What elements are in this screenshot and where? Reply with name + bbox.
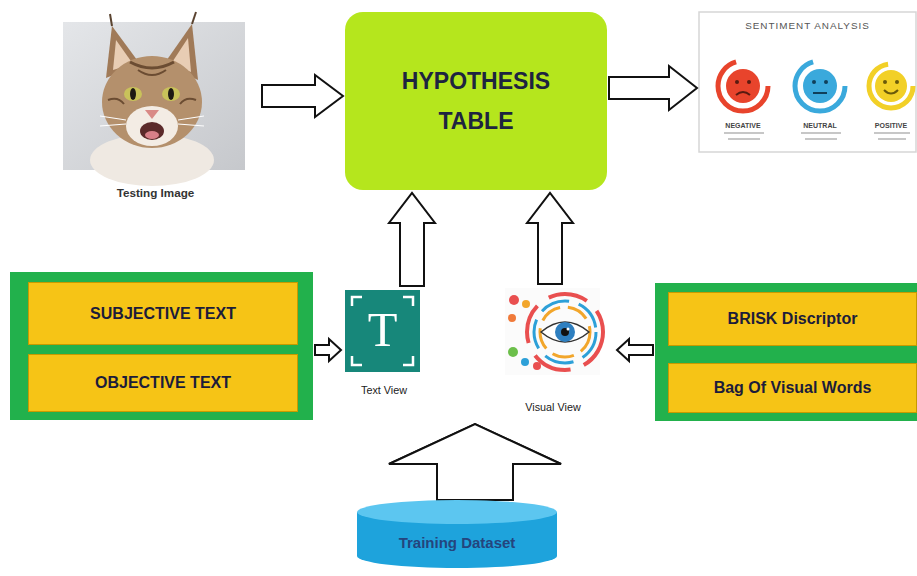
eye-illustration-part bbox=[521, 358, 529, 366]
node-label: SUBJECTIVE TEXT bbox=[90, 305, 236, 323]
sentiment-card-part bbox=[803, 69, 837, 103]
eye-illustration-part bbox=[509, 295, 519, 305]
sentiment-card-part bbox=[747, 80, 751, 84]
node-label: BRISK Discriptor bbox=[728, 310, 858, 328]
sentiment-card-part bbox=[875, 70, 907, 102]
sentiment-card-part bbox=[805, 138, 837, 140]
sentiment-card-part bbox=[883, 80, 887, 84]
cat-photo-part bbox=[100, 116, 204, 126]
cat-photo-part bbox=[168, 88, 174, 100]
hypothesis-table: HYPOTHESIS TABLE bbox=[345, 12, 607, 190]
sentiment-card-part bbox=[874, 132, 910, 134]
text-group-frame: SUBJECTIVE TEXT OBJECTIVE TEXT bbox=[10, 272, 313, 420]
eye-illustration-part bbox=[534, 301, 596, 363]
hollow-arrow bbox=[389, 424, 561, 500]
sentiment-card-part bbox=[801, 132, 841, 134]
feature-group-frame: BRISK DiscriptorBag Of Visual Words bbox=[655, 283, 917, 421]
sentiment-card-part bbox=[869, 64, 913, 108]
process-box: OBJECTIVE TEXT bbox=[28, 354, 298, 412]
dataset-cylinder: Training Dataset bbox=[355, 498, 559, 570]
text-icon-part bbox=[345, 290, 420, 372]
eye-illustration-part bbox=[561, 328, 569, 336]
sentiment-card-part bbox=[726, 69, 760, 103]
visual-view: Visual View bbox=[503, 286, 615, 418]
node-label: T bbox=[345, 298, 420, 362]
eye-illustration bbox=[505, 288, 603, 375]
sentiment-card-part bbox=[735, 80, 739, 84]
cat-photo-part bbox=[162, 87, 180, 101]
node-label: Visual View bbox=[503, 401, 603, 413]
eye-illustration-part bbox=[522, 300, 530, 308]
eye-illustration-part bbox=[527, 294, 603, 370]
cylinder-top bbox=[357, 500, 557, 524]
sentiment-card-part bbox=[878, 138, 906, 140]
eye-illustration-part bbox=[508, 314, 516, 322]
cat-photo-part bbox=[130, 88, 136, 100]
cat-photo-part bbox=[192, 12, 196, 24]
sentiment-card bbox=[699, 12, 916, 152]
sentiment-card-part bbox=[884, 90, 898, 94]
sentiment-card-part bbox=[812, 80, 816, 84]
cat-photo-part bbox=[145, 110, 159, 119]
cat-photo-part bbox=[63, 22, 245, 170]
sentiment-card-part bbox=[728, 138, 760, 140]
hollow-arrow bbox=[609, 66, 697, 110]
eye-illustration-part bbox=[541, 322, 589, 342]
sentiment-card-part bbox=[736, 92, 750, 95]
cat-photo bbox=[63, 12, 245, 186]
node-label: Testing Image bbox=[63, 186, 248, 199]
eye-illustration-part bbox=[567, 328, 570, 331]
cat-photo-part bbox=[138, 70, 166, 75]
cat-photo-part bbox=[130, 62, 174, 68]
sentiment-analysis: SENTIMENT ANALYSIS NEGATIVE NEUTRAL POSITIV… bbox=[699, 12, 917, 152]
sentiment-card-part bbox=[718, 61, 768, 111]
sentiment-card-part bbox=[699, 12, 916, 152]
hollow-arrow bbox=[389, 424, 561, 500]
cat-photo-part bbox=[108, 99, 124, 104]
node-label: HYPOTHESIS TABLE bbox=[371, 61, 581, 141]
cat-photo-part bbox=[145, 131, 159, 139]
text-icon bbox=[345, 290, 420, 372]
process-box: SUBJECTIVE TEXT bbox=[28, 282, 298, 345]
node-label: Training Dataset bbox=[399, 534, 516, 551]
eye-illustration-part bbox=[555, 322, 575, 342]
sentiment-card-part bbox=[824, 80, 828, 84]
hollow-arrow bbox=[389, 193, 435, 286]
testing-image: Testing Image bbox=[63, 20, 260, 206]
node-sublabel: NEGATIVE bbox=[718, 122, 768, 129]
node-sublabel: POSITIVE bbox=[869, 122, 913, 129]
node-label: OBJECTIVE TEXT bbox=[95, 374, 231, 392]
cat-photo-part bbox=[180, 99, 196, 104]
hollow-arrow bbox=[617, 339, 653, 361]
sentiment-card-part bbox=[795, 61, 845, 111]
node-sublabel: NEUTRAL bbox=[795, 122, 845, 129]
eye-illustration-part bbox=[540, 307, 590, 357]
hollow-arrow bbox=[315, 339, 341, 361]
cat-photo-part bbox=[124, 87, 142, 101]
cat-photo-part bbox=[126, 106, 178, 146]
cat-photo-part bbox=[102, 56, 202, 148]
node-sublabel: Text View bbox=[343, 384, 425, 396]
node-label: Bag Of Visual Words bbox=[714, 379, 872, 397]
process-box: Bag Of Visual Words bbox=[668, 363, 917, 413]
hollow-arrow bbox=[262, 75, 343, 117]
node-label: SENTIMENT ANALYSIS bbox=[699, 20, 916, 31]
sentiment-card-part bbox=[895, 80, 899, 84]
eye-illustration-part bbox=[508, 347, 518, 357]
hollow-arrow bbox=[527, 193, 573, 284]
process-box: BRISK Discriptor bbox=[668, 292, 917, 346]
text-view: T Text View bbox=[343, 288, 437, 403]
eye-illustration-part bbox=[533, 362, 541, 370]
sentiment-card-part bbox=[724, 132, 764, 134]
cat-photo-part bbox=[140, 122, 164, 140]
sentiment-card-part bbox=[813, 92, 827, 94]
cat-photo-part bbox=[110, 14, 112, 26]
